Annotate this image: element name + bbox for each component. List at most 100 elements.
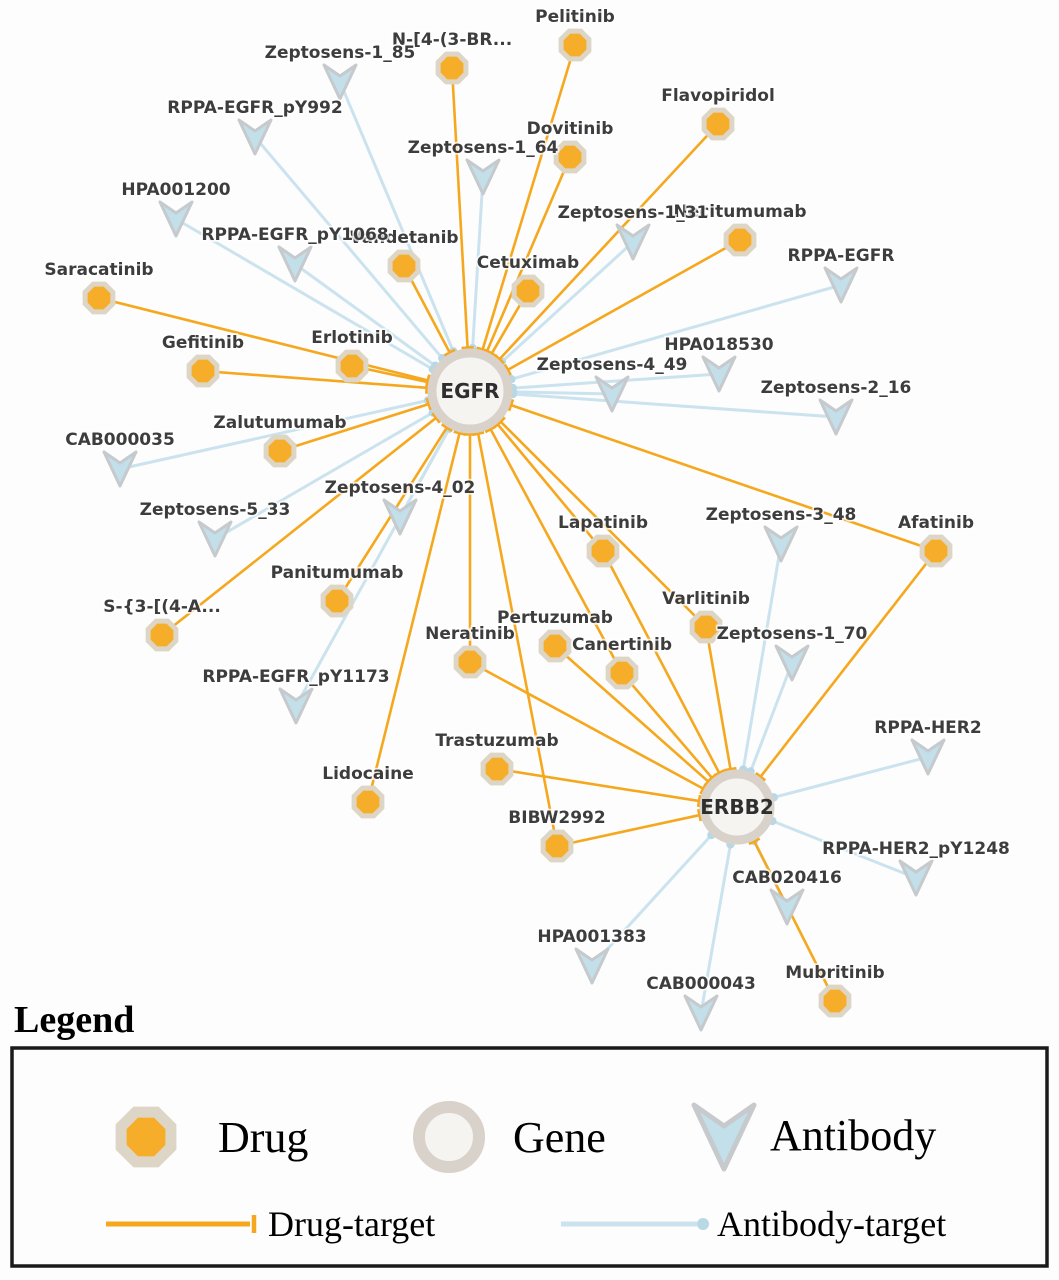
edge-drug-target bbox=[754, 550, 938, 783]
drug-node-erlotinib[interactable] bbox=[335, 349, 369, 383]
antibody-label: Zeptosens-4_49 bbox=[537, 355, 688, 375]
antibody-chevron-icon bbox=[197, 520, 233, 558]
gene-node-egfr[interactable]: EGFR bbox=[427, 348, 513, 434]
antibody-node-rppa-egfr-py1068[interactable] bbox=[277, 245, 313, 283]
drug-node-pelitinib[interactable] bbox=[558, 28, 592, 62]
drug-target-arrow-tee bbox=[507, 398, 515, 412]
drug-node-neratinib[interactable] bbox=[453, 645, 487, 679]
drug-target-arrow-tee bbox=[441, 422, 453, 432]
antibody-chevron-icon bbox=[615, 223, 651, 261]
drug-node-pertuzumab[interactable] bbox=[538, 629, 572, 663]
drug-node-necitumumab[interactable] bbox=[723, 223, 757, 257]
drug-node-cetuximab[interactable] bbox=[511, 274, 545, 308]
edge-drug-target bbox=[484, 424, 624, 674]
antibody-node-zeptosens-1-70[interactable] bbox=[774, 644, 810, 682]
drug-node-canertinib[interactable] bbox=[605, 656, 639, 690]
drug-node-vandetanib[interactable] bbox=[387, 249, 421, 283]
antibody-node-rppa-egfr-py1173[interactable] bbox=[278, 687, 314, 725]
drug-target-legend-label: Drug-target bbox=[268, 1204, 435, 1244]
drug-node-lidocaine[interactable] bbox=[351, 785, 385, 819]
antibody-node-zeptosens-1-31[interactable] bbox=[615, 223, 651, 261]
drug-label: Mubritinib bbox=[785, 963, 884, 983]
legend-title: Legend bbox=[14, 999, 134, 1041]
antibody-node-hpa001200[interactable] bbox=[158, 200, 194, 238]
drug-label: S-{3-[(4-A... bbox=[103, 597, 221, 617]
antibody-node-rppa-egfr[interactable] bbox=[823, 266, 859, 304]
drug-octagon-icon bbox=[723, 223, 757, 257]
drug-target-arrow-tee bbox=[754, 771, 767, 783]
antibody-chevron-icon bbox=[278, 687, 314, 725]
legend: Legend Drug Gene Antibody Drug-target An… bbox=[10, 999, 1049, 1268]
antibody-node-cab020416[interactable] bbox=[769, 888, 805, 926]
antibody-label: CAB020416 bbox=[732, 868, 842, 888]
drug-node-n-4-3-br[interactable] bbox=[435, 51, 469, 85]
drug-label: Cetuximab bbox=[477, 253, 579, 273]
antibody-chevron-icon bbox=[465, 158, 501, 196]
antibody-node-cab000035[interactable] bbox=[102, 450, 138, 488]
antibody-label: Zeptosens-4_02 bbox=[325, 478, 476, 498]
drug-octagon-icon bbox=[453, 645, 487, 679]
edge-drug-target bbox=[496, 767, 703, 808]
antibody-node-rppa-her2-py1248[interactable] bbox=[898, 859, 934, 897]
drug-octagon-icon bbox=[82, 281, 116, 315]
drug-label: Pelitinib bbox=[535, 7, 615, 27]
legend-box bbox=[10, 1046, 1049, 1268]
gene-node-erbb2[interactable]: ERBB2 bbox=[699, 769, 775, 845]
antibody-legend-label: Antibody bbox=[770, 1111, 936, 1160]
drug-node-gefitinib[interactable] bbox=[186, 354, 220, 388]
drug-octagon-icon bbox=[689, 610, 723, 644]
edge-drug-target bbox=[279, 397, 433, 453]
antibody-chevron-icon bbox=[594, 375, 630, 413]
antibody-label: RPPA-EGFR bbox=[788, 246, 895, 266]
drug-label: Flavopiridol bbox=[661, 86, 775, 106]
antibody-node-hpa018530[interactable] bbox=[701, 355, 737, 393]
drug-node-flavopiridol[interactable] bbox=[701, 107, 735, 141]
drug-target-arrow-tee bbox=[471, 430, 485, 437]
antibody-node-zeptosens-4-49[interactable] bbox=[594, 375, 630, 413]
drug-octagon-icon bbox=[435, 51, 469, 85]
antibody-chevron-icon bbox=[701, 355, 737, 393]
gene-legend-icon bbox=[413, 1101, 485, 1173]
drug-node-saracatinib[interactable] bbox=[82, 281, 116, 315]
drug-node-zalutumumab[interactable] bbox=[263, 434, 297, 468]
antibody-chevron-icon bbox=[818, 398, 854, 436]
antibody-chevron-icon bbox=[574, 947, 610, 985]
antibody-node-zeptosens-2-16[interactable] bbox=[818, 398, 854, 436]
edge-drug-target bbox=[704, 626, 737, 773]
drug-octagon-icon bbox=[145, 618, 179, 652]
antibody-label: Zeptosens-1_70 bbox=[717, 624, 868, 644]
drug-label: Zalutumumab bbox=[213, 413, 346, 433]
drug-node-s-3-4-a[interactable] bbox=[145, 618, 179, 652]
drug-target-arrow-tee bbox=[485, 349, 498, 359]
drug-node-bibw2992[interactable] bbox=[540, 829, 574, 863]
drug-label: Pertuzumab bbox=[497, 608, 613, 628]
antibody-node-rppa-egfr-py992[interactable] bbox=[237, 118, 273, 156]
antibody-node-zeptosens-5-33[interactable] bbox=[197, 520, 233, 558]
drug-label: Lidocaine bbox=[322, 764, 414, 784]
antibody-node-zeptosens-1-64[interactable] bbox=[465, 158, 501, 196]
antibody-label: RPPA-HER2 bbox=[874, 718, 981, 738]
drug-node-panitumumab[interactable] bbox=[320, 584, 354, 618]
drug-label: Dovitinib bbox=[527, 119, 614, 139]
nodes-layer: EGFR ERBB2 bbox=[82, 28, 953, 1032]
antibody-node-hpa001383[interactable] bbox=[574, 947, 610, 985]
antibody-node-cab000043[interactable] bbox=[683, 994, 719, 1032]
antibody-node-zeptosens-1-85[interactable] bbox=[322, 63, 358, 101]
antibody-node-zeptosens-4-02[interactable] bbox=[382, 498, 418, 536]
drug-legend-label: Drug bbox=[218, 1113, 308, 1162]
drug-node-trastuzumab[interactable] bbox=[480, 752, 514, 786]
drug-node-varlitinib[interactable] bbox=[689, 610, 723, 644]
antibody-chevron-icon bbox=[910, 738, 946, 776]
drug-node-lapatinib[interactable] bbox=[586, 534, 620, 568]
drug-node-afatinib[interactable] bbox=[919, 534, 953, 568]
drug-node-mubritinib[interactable] bbox=[818, 984, 852, 1018]
antibody-legend-icon bbox=[691, 1102, 757, 1172]
drug-node-dovitinib[interactable] bbox=[553, 140, 587, 174]
antibody-chevron-icon bbox=[774, 644, 810, 682]
gene-circle-icon bbox=[699, 769, 775, 845]
drug-octagon-icon bbox=[538, 629, 572, 663]
antibody-node-rppa-her2[interactable] bbox=[910, 738, 946, 776]
antibody-node-zeptosens-3-48[interactable] bbox=[763, 525, 799, 563]
drug-octagon-icon bbox=[335, 349, 369, 383]
